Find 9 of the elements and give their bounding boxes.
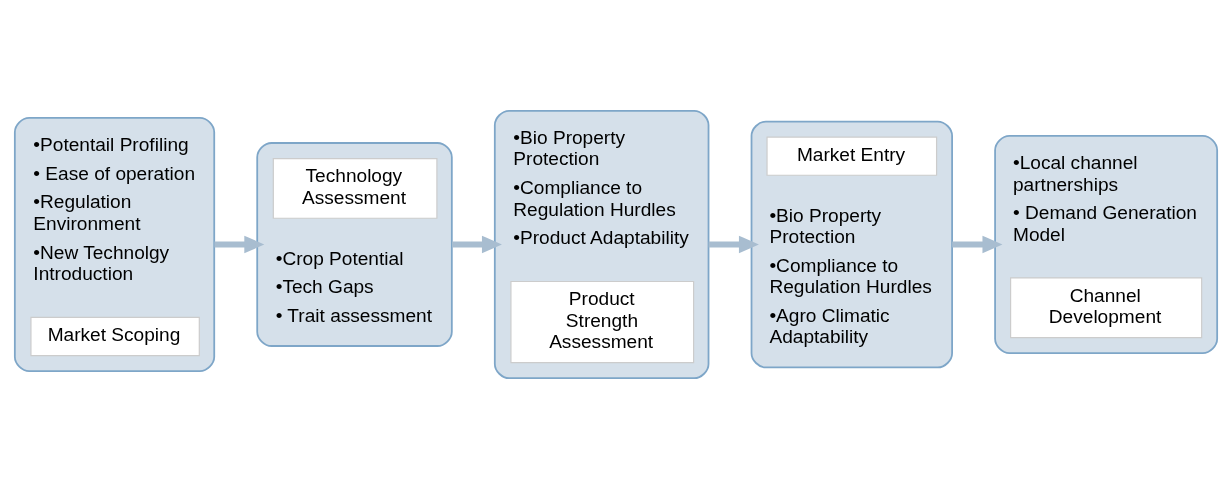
arrow <box>952 235 1003 254</box>
node-box: •Local channel partnerships • Demand Generation Model Channel Development <box>994 134 1219 355</box>
arrow <box>452 235 502 254</box>
node-box: Technology Assessment •Crop Potential •Tech Gaps • Trait assessment <box>256 142 453 347</box>
node-box: •Bio Property Protection •Compliance to Regulation Hurdles •Product Adaptability Product Strength Assessment <box>493 109 710 380</box>
arrow <box>708 235 759 254</box>
arrow <box>214 235 265 254</box>
node-box: Market Entry •Bio Property Protection •Compliance to Regulation Hurdles •Agro Climatic Adaptability <box>750 120 953 369</box>
node-box: •Potentail Profiling • Ease of operation •Regulation Environment •New Technolgy Introduction Market Scoping <box>13 117 216 372</box>
